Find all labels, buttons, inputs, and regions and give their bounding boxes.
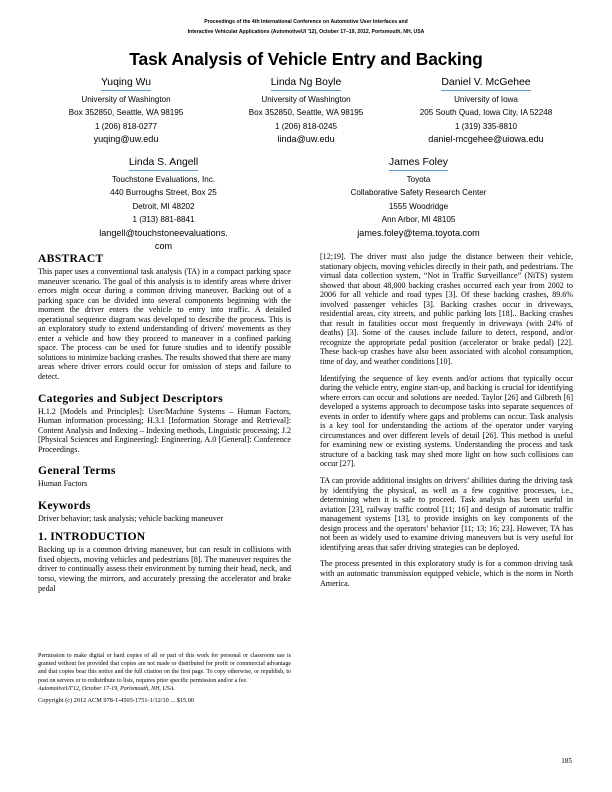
introduction-heading: 1. INTRODUCTION: [38, 530, 146, 544]
author-affiliation: University of Washington: [261, 94, 351, 104]
right-paragraph-2: Identifying the sequence of key events a…: [320, 373, 573, 469]
permission-notice-text: Permission to make digital or hard copie…: [38, 653, 291, 684]
authors-row-first: Yuqing Wu University of Washington Box 3…: [36, 76, 576, 146]
keywords-heading: Keywords: [38, 498, 91, 512]
author-phone: 1 (313) 881-8841: [132, 215, 195, 225]
conference-header-line-1: Proceedings of the 4th International Con…: [204, 19, 408, 25]
author-affiliation: University of Iowa: [454, 94, 518, 104]
abstract-heading: ABSTRACT: [38, 252, 104, 265]
author-email[interactable]: yuqing@uw.edu: [93, 134, 159, 145]
keywords-text: Driver behavior; task analysis; vehicle …: [38, 513, 224, 523]
categories-text: H.1.2 [Models and Principles]: User/Mach…: [38, 406, 291, 454]
author-name: Yuqing Wu: [100, 77, 152, 91]
permission-notice-copyright: Copyright (c) 2012 ACM 978-1-4503-1751-1…: [38, 697, 195, 705]
author-block-daniel-mcgehee: Daniel V. McGehee University of Iowa 205…: [396, 76, 576, 146]
author-phone: 1 (206) 818-0277: [94, 121, 158, 131]
abstract-text: This paper uses a conventional task anal…: [38, 267, 291, 382]
author-email[interactable]: daniel-mcgehee@uiowa.edu: [428, 134, 544, 145]
author-email-continuation[interactable]: com: [154, 240, 173, 251]
introduction-paragraph: Backing up is a common driving maneuver,…: [38, 545, 291, 593]
author-block-linda-ng-boyle: Linda Ng Boyle University of Washington …: [216, 76, 396, 146]
author-address-3: Ann Arbor, MI 48105: [381, 215, 456, 225]
author-block-yuqing-wu: Yuqing Wu University of Washington Box 3…: [36, 76, 216, 146]
authors-row-second: Linda S. Angell Touchstone Evaluations, …: [36, 156, 576, 252]
author-name: Daniel V. McGehee: [441, 77, 531, 91]
column-left: ABSTRACT This paper uses a conventional …: [38, 252, 291, 593]
conference-header-line-2: Interactive Vehicular Applications (Auto…: [187, 28, 425, 35]
author-block-linda-angell: Linda S. Angell Touchstone Evaluations, …: [36, 156, 291, 252]
permission-notice-citation: AutomotiveUI'12, October 17-19, Portsmou…: [38, 685, 175, 692]
author-address: 440 Burroughs Street, Box 25: [110, 188, 217, 198]
author-phone: 1 (206) 818-0245: [274, 121, 338, 131]
right-paragraph-4: The process presented in this explorator…: [320, 559, 573, 588]
categories-heading: Categories and Subject Descriptors: [38, 391, 224, 405]
author-name: James Foley: [389, 157, 448, 171]
general-terms-heading: General Terms: [38, 464, 116, 478]
author-name: Linda Ng Boyle: [270, 77, 342, 91]
author-name: Linda S. Angell: [128, 157, 199, 171]
column-right: [12;19]. The driver must also judge the …: [320, 252, 573, 588]
author-address-2: 1555 Woodridge: [388, 201, 449, 211]
section-spacer: [38, 454, 291, 464]
author-address-2: Detroit, MI 48202: [132, 201, 195, 211]
author-address: 205 South Quad, Iowa City, IA 52248: [419, 108, 553, 118]
page-number: 185: [561, 757, 572, 765]
general-terms-text: Human Factors: [38, 479, 88, 489]
author-address: Box 352850, Seattle, WA 98195: [248, 108, 364, 118]
author-address: Box 352850, Seattle, WA 98195: [68, 108, 184, 118]
right-paragraph-1: [12;19]. The driver must also judge the …: [320, 252, 573, 367]
author-affiliation: Toyota: [406, 174, 431, 184]
section-spacer: [38, 382, 291, 392]
author-phone: 1 (319) 335-8810: [454, 121, 518, 131]
permission-notice: Permission to make digital or hard copie…: [38, 652, 291, 705]
author-block-james-foley: James Foley Toyota Collaborative Safety …: [291, 156, 546, 252]
author-affiliation: Touchstone Evaluations, Inc.: [111, 174, 216, 184]
page-title: Task Analysis of Vehicle Entry and Backi…: [129, 49, 483, 69]
section-spacer: [38, 523, 291, 530]
author-email[interactable]: linda@uw.edu: [277, 134, 335, 145]
authors-row-spacer: [546, 156, 576, 252]
author-email[interactable]: langell@touchstoneevaluations.: [99, 227, 228, 238]
section-spacer: [38, 489, 291, 499]
author-email[interactable]: james.foley@tema.toyota.com: [357, 227, 480, 238]
right-paragraph-3: TA can provide additional insights on dr…: [320, 476, 573, 552]
conference-header: Proceedings of the 4th International Con…: [56, 18, 556, 37]
author-address: Collaborative Safety Research Center: [350, 188, 487, 198]
author-affiliation: University of Washington: [81, 94, 171, 104]
